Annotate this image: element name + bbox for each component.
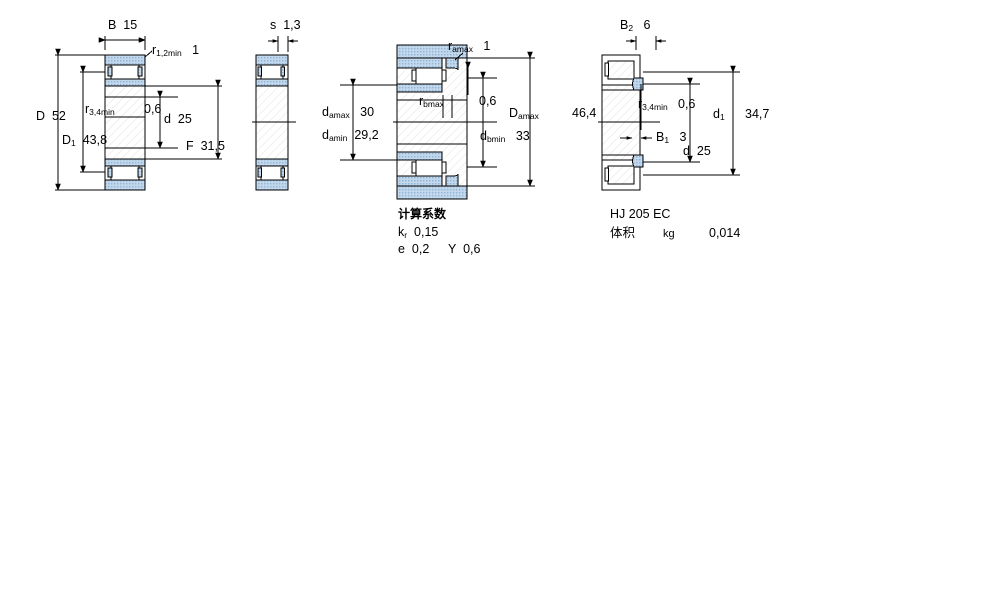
dim-sub-damin: amin xyxy=(328,133,348,143)
view4-angle-ring-section xyxy=(598,36,740,191)
dim-label-Damax: Damax xyxy=(509,106,539,121)
factor-row-e: e 0,2 xyxy=(398,243,429,256)
factor-value-Y: 0,6 xyxy=(463,242,481,256)
caption-designation: HJ 205 EC xyxy=(610,207,671,221)
dim-label-B1: B1 3 xyxy=(656,130,687,145)
factor-symbol-e: e xyxy=(398,242,405,256)
dim-value-B2: 6 xyxy=(643,18,651,32)
dim-symbol-damax: d xyxy=(322,105,329,119)
dim-label-D: D 52 xyxy=(36,110,66,123)
dim-value-s: 1,3 xyxy=(283,18,301,32)
dim-value-ramax: 1 xyxy=(483,39,491,53)
view1-bearing-section xyxy=(55,36,222,191)
dim-symbol-rbmax: r xyxy=(419,94,424,108)
dim-sub-Damax: amax xyxy=(518,111,539,121)
dim-sub-B2: 2 xyxy=(628,23,634,33)
dim-sub-dbmin: bmin xyxy=(486,134,506,144)
dim-label-r34min-v1: r3,4min xyxy=(85,102,115,117)
dim-value-r34min-v1-box: 0,6 xyxy=(144,103,161,116)
dim-sub-rbmax: bmax xyxy=(423,99,444,109)
dim-label-B2: B2 6 xyxy=(620,18,651,33)
dim-symbol-r12min: r xyxy=(152,43,157,57)
dim-value-dbmin: 33 xyxy=(515,129,530,143)
factor-sub-kr: r xyxy=(404,230,408,240)
dim-sub-d1: 1 xyxy=(719,112,725,122)
dim-value-d-v4: 25 xyxy=(696,144,711,158)
dim-sub-r34min-v4: 3,4min xyxy=(642,102,668,112)
dim-symbol-Damax: D xyxy=(509,106,519,120)
dim-label-damin: damin 29,2 xyxy=(322,128,379,143)
dim-value-damax: 30 xyxy=(360,105,375,119)
dim-value-D: 52 xyxy=(51,109,66,123)
dim-value-Damax: 46,4 xyxy=(572,106,597,120)
dim-sub-B1: 1 xyxy=(664,135,670,145)
dim-label-d-v4: d 25 xyxy=(683,145,711,158)
dim-symbol-r34min-v1: r xyxy=(85,102,90,116)
factor-value-e: 0,2 xyxy=(411,242,430,256)
factor-value-kr: 0,15 xyxy=(414,225,439,239)
factor-symbol-Y: Y xyxy=(448,242,457,256)
view2-side-section xyxy=(252,36,298,191)
dim-sub-D1: 1 xyxy=(71,138,76,148)
dim-label-D1: D1 43,8 xyxy=(62,133,108,148)
dim-value-d1-box: 34,7 xyxy=(745,108,769,121)
dim-symbol-B: B xyxy=(108,18,117,32)
dim-value-d-v1: 25 xyxy=(177,112,192,126)
dim-sub-r34min-v1: 3,4min xyxy=(89,107,115,117)
factors-title: 计算系数 xyxy=(398,207,447,221)
dim-label-B: B 15 xyxy=(108,19,137,32)
dim-value-r34min-v4: 0,6 xyxy=(678,97,696,111)
dim-value-r34min-v4-box: 0,6 xyxy=(678,98,695,111)
factor-symbol-kr: k xyxy=(398,225,405,239)
dim-symbol-F: F xyxy=(186,139,194,153)
dim-symbol-B2: B xyxy=(620,18,629,32)
dim-value-D1: 43,8 xyxy=(82,133,108,147)
view3-abutment-section xyxy=(340,44,535,200)
dim-value-B: 15 xyxy=(123,18,138,32)
dim-symbol-d1: d xyxy=(713,107,720,121)
dim-label-r34min-v4: r3,4min xyxy=(638,97,668,112)
dim-sub-damax: amax xyxy=(328,110,350,120)
dim-symbol-B1: B xyxy=(656,130,665,144)
dim-value-rbmax-box: 0,6 xyxy=(479,95,496,108)
dim-value-r34min-v1: 0,6 xyxy=(144,102,162,116)
caption-value: 0,014 xyxy=(709,226,741,240)
dim-label-s: s 1,3 xyxy=(270,19,301,32)
dim-symbol-ramax: r xyxy=(448,39,453,53)
dim-symbol-s: s xyxy=(270,18,277,32)
dim-label-dbmin: dbmin 33 xyxy=(480,129,530,144)
dim-label-d1: d1 xyxy=(713,107,725,122)
dim-label-r12min: r1,2min 1 xyxy=(152,43,200,58)
dim-symbol-d-v1: d xyxy=(164,112,171,126)
dim-symbol-D1: D xyxy=(62,133,72,147)
dim-value-rbmax: 0,6 xyxy=(479,94,497,108)
dim-label-ramax: ramax 1 xyxy=(448,39,491,54)
dim-symbol-D: D xyxy=(36,109,46,123)
dim-symbol-d-v4: d xyxy=(683,144,690,158)
caption-unit: kg xyxy=(663,228,675,240)
dim-label-d-v1: d 25 xyxy=(164,113,192,126)
caption-property-label: 体积 xyxy=(610,225,636,240)
dim-value-Damax-box: 46,4 xyxy=(572,107,596,120)
dim-value-F: 31,5 xyxy=(200,139,225,153)
dim-sub-r12min: 1,2min xyxy=(156,48,182,58)
dim-label-F: F 31,5 xyxy=(186,140,225,153)
dim-symbol-dbmin: d xyxy=(480,129,487,143)
factor-row-Y: Y 0,6 xyxy=(448,243,480,256)
dim-value-d1: 34,7 xyxy=(745,107,770,121)
dim-sub-ramax: amax xyxy=(452,44,473,54)
dim-value-r12min: 1 xyxy=(192,43,200,57)
dim-symbol-damin: d xyxy=(322,128,329,142)
dim-label-rbmax: rbmax xyxy=(419,94,444,109)
factor-row-kr: kr 0,15 xyxy=(398,225,439,240)
dim-label-damax: damax 30 xyxy=(322,105,375,120)
dim-value-damin: 29,2 xyxy=(354,128,379,142)
dim-symbol-r34min-v4: r xyxy=(638,97,643,111)
dim-value-B1: 3 xyxy=(679,130,687,144)
